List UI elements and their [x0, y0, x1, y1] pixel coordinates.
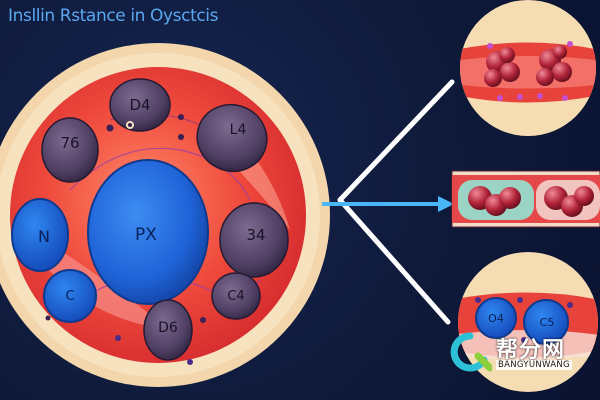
arrow-top: [337, 79, 455, 203]
cytoskeleton-strand: [69, 147, 251, 201]
zoom-panel-top: [460, 0, 596, 136]
vesicle-label: N: [38, 227, 50, 246]
organelle-label: D4: [129, 96, 150, 114]
organelle: D6: [143, 299, 193, 361]
zoom-label: C5: [540, 316, 555, 329]
protein-cluster: [468, 186, 521, 216]
organelle: L4: [196, 104, 268, 172]
watermark-brand-en: BANGYUNWANG: [496, 360, 572, 370]
zoom-panel-middle: [451, 170, 600, 228]
zoom-label: O4: [488, 312, 504, 325]
protein-cluster: [544, 186, 594, 217]
small-granules: [45, 114, 206, 365]
organelle-label: D6: [158, 320, 178, 336]
vesicle: N: [11, 198, 69, 272]
zoom-arrows: [322, 79, 455, 325]
organelle-label: L4: [230, 122, 247, 138]
nucleus: PX: [87, 159, 209, 305]
watermark-brand-cn: 帮分网: [496, 338, 566, 363]
arrow-bottom: [337, 197, 451, 325]
protein-cluster: [484, 47, 520, 87]
watermark: 帮分网 BANGYUNWANG: [446, 330, 596, 376]
arrow-head: [438, 196, 454, 212]
organelle-label: 76: [60, 134, 79, 152]
organelle: C4: [211, 272, 261, 320]
organelle: 76: [41, 117, 99, 183]
nucleus-label: PX: [135, 225, 157, 245]
zoom-panel-bottom: O4 C5: [458, 252, 598, 392]
organelle-label: C4: [227, 289, 244, 304]
vesicle-zoom: O4: [475, 297, 517, 339]
vesicle: C: [43, 269, 97, 323]
brand-logo-icon: [450, 332, 492, 372]
nucleus-body: [87, 159, 209, 305]
vesicle-label: C: [65, 289, 74, 304]
organelle: D4: [109, 78, 171, 132]
vesicle-zoom: C5: [523, 299, 569, 345]
protein-cluster: [536, 45, 572, 86]
organelle-label: 34: [246, 226, 265, 244]
page-title: Insllin Rstance in Oysctcis: [8, 6, 219, 26]
organelle: 34: [219, 202, 289, 278]
